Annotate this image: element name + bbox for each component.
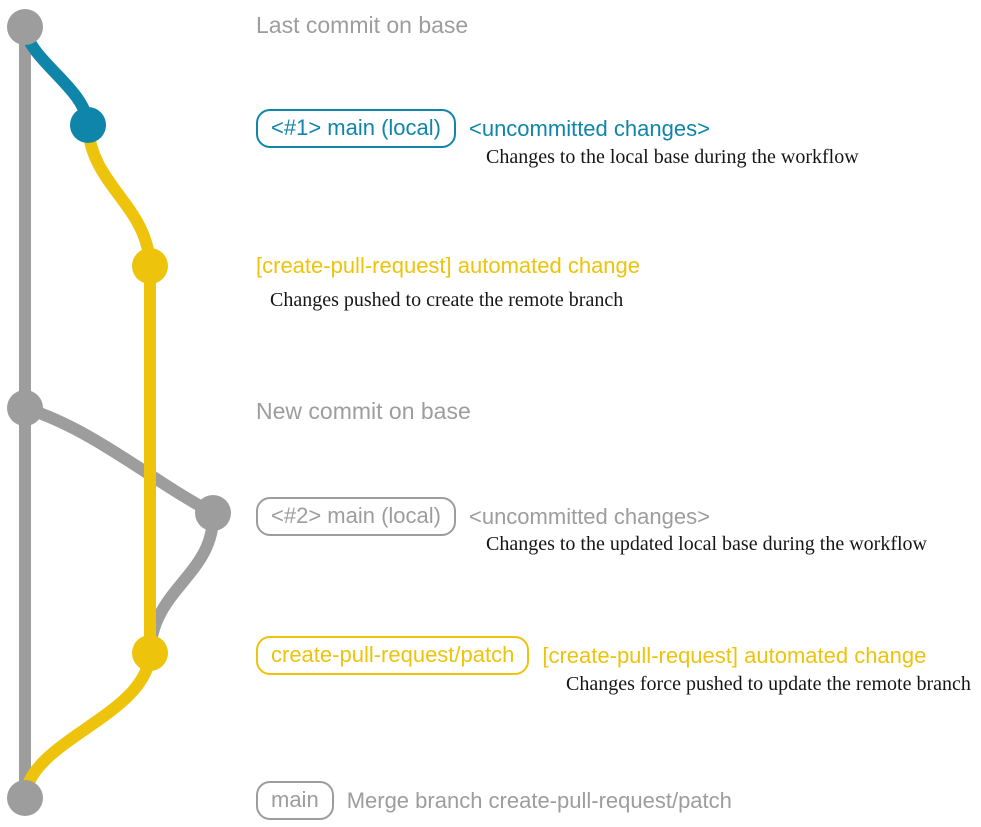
row-automated-change-1: [create-pull-request] automated change (256, 253, 640, 279)
node-local-uncommitted-2[interactable] (195, 495, 231, 531)
node-automated-change-2[interactable] (132, 635, 168, 671)
subject-uncommitted-changes-1: <uncommitted changes> (468, 115, 710, 141)
node-base-merge-commit[interactable] (7, 780, 43, 816)
edge-patch2-to-merge (19, 647, 156, 804)
node-local-uncommitted-1[interactable] (70, 107, 106, 143)
row-automated-change-2: create-pull-request/patch [create-pull-r… (256, 636, 926, 675)
edge-blue-to-patch1 (82, 119, 156, 272)
heading-new-commit-on-base: New commit on base (256, 398, 471, 424)
badge-main-local-1[interactable]: <#1> main (local) (256, 109, 456, 148)
row-merge-commit: main Merge branch create-pull-request/pa… (256, 781, 732, 820)
heading-last-commit-on-base: Last commit on base (256, 12, 469, 38)
note-automated-change-1: Changes pushed to create the remote bran… (270, 289, 624, 311)
subject-merge-branch: Merge branch create-pull-request/patch (346, 787, 732, 813)
node-base-new-commit[interactable] (7, 390, 43, 426)
badge-main[interactable]: main (256, 781, 334, 820)
subject-automated-change-2: [create-pull-request] automated change (542, 642, 927, 668)
badge-main-local-2[interactable]: <#2> main (local) (256, 497, 456, 536)
node-automated-change-1[interactable] (132, 248, 168, 284)
row-local-uncommitted-2: <#2> main (local) <uncommitted changes> (256, 497, 710, 536)
edge-base-to-detached (19, 402, 219, 519)
subject-automated-change-1: [create-pull-request] automated change (256, 253, 641, 278)
subject-uncommitted-changes-2: <uncommitted changes> (468, 503, 710, 529)
note-local-uncommitted-2: Changes to the updated local base during… (486, 533, 927, 555)
note-local-uncommitted-1: Changes to the local base during the wor… (486, 146, 859, 168)
node-base-last-commit[interactable] (7, 9, 43, 45)
edge-detached-to-patch2 (144, 507, 220, 659)
row-local-uncommitted-1: <#1> main (local) <uncommitted changes> (256, 109, 710, 148)
note-automated-change-2: Changes force pushed to update the remot… (566, 673, 971, 695)
badge-create-pull-request-patch[interactable]: create-pull-request/patch (256, 636, 530, 675)
commit-nodes (7, 9, 231, 816)
